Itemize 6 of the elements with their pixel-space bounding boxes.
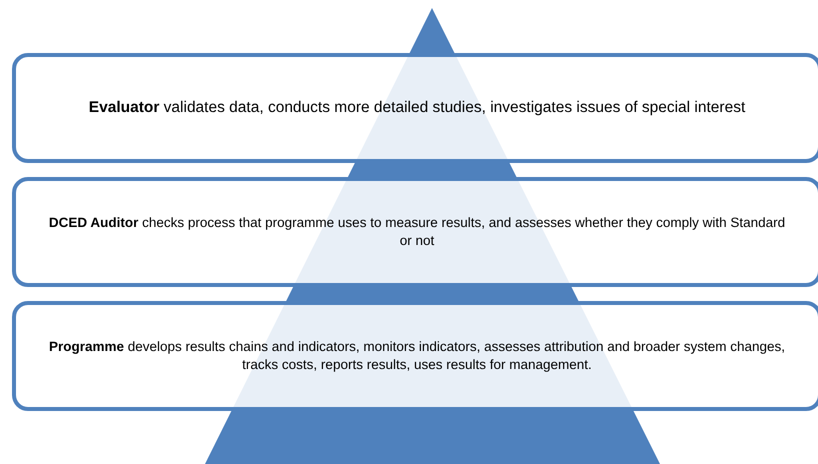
tier-description: Programme develops results chains and indicators, monitors indicators, assesses attribution and broader system changes, tracks costs, reports results, uses results for management. xyxy=(48,338,786,374)
tier-description: Evaluator validates data, conducts more detailed studies, investigates issues of special interest xyxy=(88,98,746,118)
tier-box xyxy=(12,301,818,411)
tier-box xyxy=(12,53,818,163)
tier-description: DCED Auditor checks process that programme uses to measure results, and assesses whether they comply with Standard or not xyxy=(48,214,786,250)
tier-box xyxy=(12,177,818,287)
